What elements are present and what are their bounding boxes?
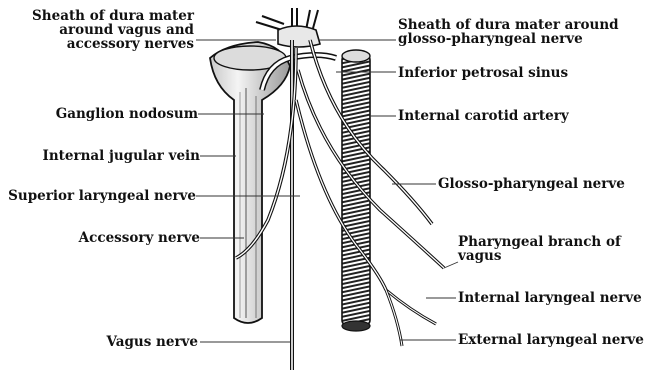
dura-sheath [278,26,320,47]
label-external-laryngeal-nerve: External laryngeal nerve [458,333,644,347]
label-sheath-vagus-accessory: Sheath of dura mater around vagus and ac… [4,9,194,51]
label-internal-laryngeal-nerve: Internal laryngeal nerve [458,291,642,305]
label-vagus-nerve: Vagus nerve [4,335,198,349]
label-sheath-glosso-pharyngeal: Sheath of dura mater around glosso-phary… [398,18,619,46]
label-superior-laryngeal-nerve: Superior laryngeal nerve [2,189,196,203]
label-internal-jugular-vein: Internal jugular vein [4,149,200,163]
internal-jugular-vein-shape [210,42,290,323]
label-pharyngeal-branch-of-vagus: Pharyngeal branch of vagus [458,235,621,263]
label-glosso-pharyngeal-nerve: Glosso-pharyngeal nerve [438,177,625,191]
label-accessory-nerve: Accessory nerve [4,231,200,245]
internal-carotid-artery-shape [342,50,370,331]
label-ganglion-nodosum: Ganglion nodosum [4,107,198,121]
label-internal-carotid-artery: Internal carotid artery [398,109,569,123]
label-inferior-petrosal-sinus: Inferior petrosal sinus [398,66,568,80]
pharyngeal-branch-shape [298,70,444,268]
